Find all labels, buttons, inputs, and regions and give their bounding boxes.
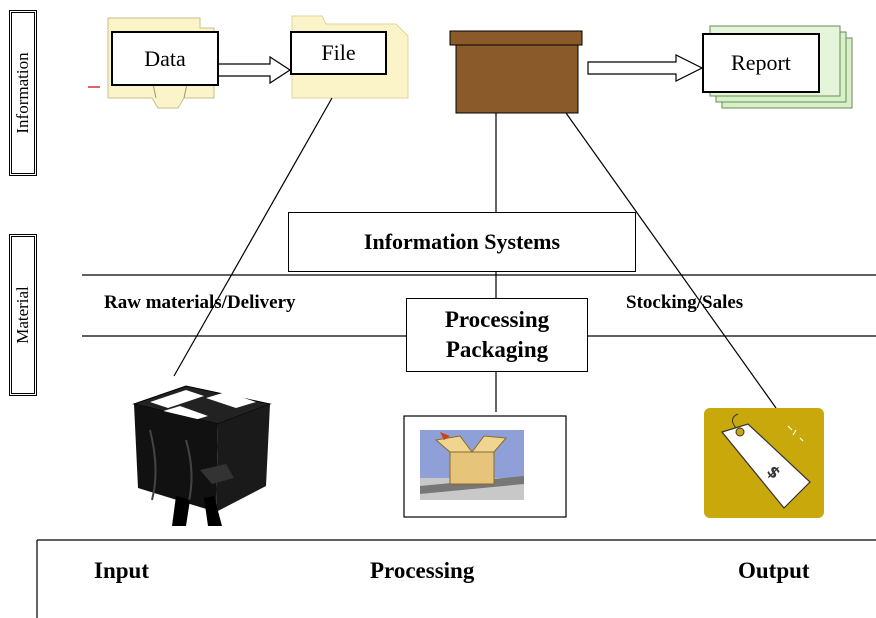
data-box-label: Data: [144, 45, 186, 71]
report-box: Report: [702, 33, 820, 93]
file-box: File: [290, 31, 387, 75]
arrow-box-to-report: [587, 54, 704, 82]
price-tag-icon: $: [704, 408, 824, 518]
connector-file-to-input: [173, 97, 333, 377]
file-box-label: File: [321, 40, 356, 65]
information-systems-label: Information Systems: [363, 229, 561, 254]
processing-box-label: Processing: [444, 307, 550, 332]
stage-input-label: Input: [94, 558, 149, 583]
packaging-picture-icon: [403, 415, 567, 518]
connector-box-to-output: [565, 112, 777, 409]
stage-output-label: Output: [738, 558, 810, 583]
stocking-sales-label: Stocking/Sales: [626, 292, 744, 313]
brown-box-icon: [449, 30, 583, 114]
information-systems-box: Information Systems: [288, 212, 636, 272]
data-box: Data: [111, 31, 219, 86]
report-box-label: Report: [731, 50, 791, 75]
processing-packaging-box: Processing Packaging: [406, 298, 588, 372]
stage-processing-label: Processing: [370, 558, 475, 583]
side-label-material-text: Material: [13, 286, 32, 344]
arrow-data-to-file: [217, 55, 292, 85]
raw-materials-label: Raw materials/Delivery: [104, 292, 296, 313]
packaging-box-label: Packaging: [445, 337, 549, 362]
side-label-information: Information: [9, 10, 37, 176]
crate-figure-icon: [132, 385, 272, 526]
side-label-information-text: Information: [13, 52, 32, 134]
side-label-material: Material: [9, 234, 37, 396]
